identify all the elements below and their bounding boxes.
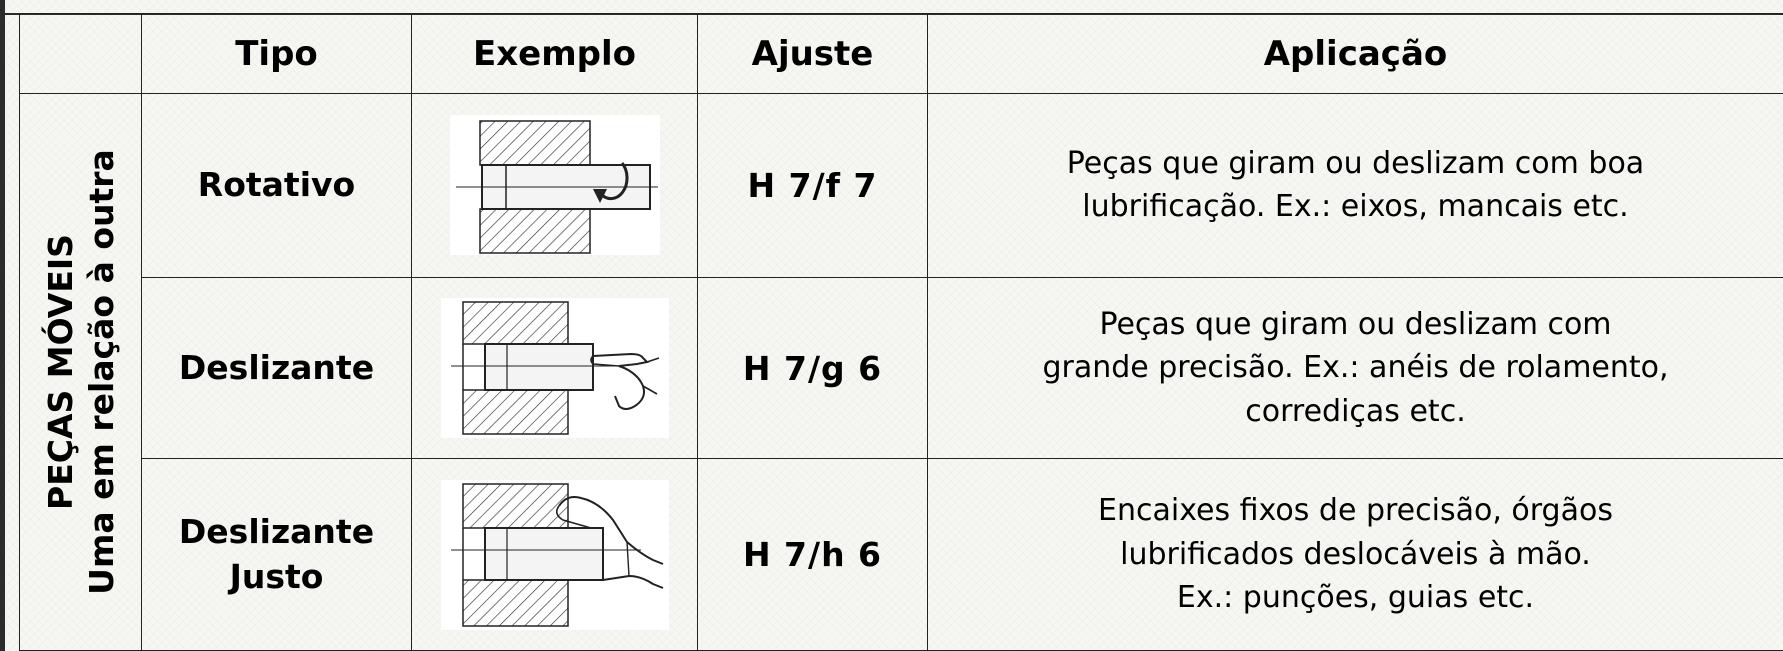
aplicacao-cell: Peças que giram ou deslizam com boa lubr… [927,93,1783,278]
aplicacao-cell: Encaixes fixos de precisão, órgãos lubri… [927,458,1783,651]
table-row: Deslizante [20,276,1783,460]
aplicacao-line: corrediças etc. [1245,393,1466,429]
side-label-line2: Uma em relação à outra [81,149,121,595]
tipo-cell: Deslizante [141,276,412,460]
aplicacao-line: Peças que giram ou deslizam com [1099,306,1612,342]
tipo-text: Rotativo [197,165,356,205]
ajuste-cell: H 7/g 6 [697,276,928,460]
table-row: Deslizante Justo [20,458,1783,651]
aplicacao-cell: Peças que giram ou deslizam com grande p… [927,276,1783,460]
side-label-line1: PEÇAS MÓVEIS [40,234,80,510]
ajuste-cell: H 7/h 6 [697,458,928,651]
slide-left-border [0,0,5,651]
aplicacao-line: lubrificação. Ex.: eixos, mancais etc. [1082,189,1629,225]
aplicacao-line: grande precisão. Ex.: anéis de rolamento… [1042,350,1669,386]
header-tipo: Tipo [141,12,412,95]
ajuste-value: H 7/f 7 [747,165,878,205]
aplicacao-line: Ex.: punções, guias etc. [1176,580,1535,616]
hand-pressing-shaft-icon [440,479,669,630]
ajuste-cell: H 7/f 7 [697,93,928,278]
aplicacao-line: Peças que giram ou deslizam com boa [1066,145,1645,181]
tipo-cell: Deslizante Justo [141,458,412,651]
header-ajuste: Ajuste [697,12,928,95]
header-exemplo: Exemplo [411,12,698,95]
fits-table: Tipo Exemplo Ajuste Aplicação PEÇAS MÓVE… [19,12,1783,651]
corner-cell [19,12,142,95]
tipo-text: Deslizante [178,347,375,387]
rotating-shaft-in-hole-icon [449,115,660,256]
tipo-text: Justo [229,556,324,596]
side-label-cell: PEÇAS MÓVEIS Uma em relação à outra [19,93,142,651]
finger-pushing-shaft-icon [440,298,669,439]
ajuste-value: H 7/g 6 [742,348,883,388]
tipo-text: Deslizante [178,512,375,552]
example-cell [411,458,698,651]
example-cell [411,93,698,278]
header-aplicacao: Aplicação [927,12,1783,95]
example-cell [411,276,698,460]
header-row: Tipo Exemplo Ajuste Aplicação [19,12,1783,95]
aplicacao-line: lubrificados deslocáveis à mão. [1120,536,1591,572]
side-label: PEÇAS MÓVEIS Uma em relação à outra [39,149,122,595]
table-row: PEÇAS MÓVEIS Uma em relação à outra Rota… [19,93,1783,651]
aplicacao-line: Encaixes fixos de precisão, órgãos [1098,493,1613,529]
ajuste-value: H 7/h 6 [742,535,883,575]
tipo-cell: Rotativo [141,93,412,278]
